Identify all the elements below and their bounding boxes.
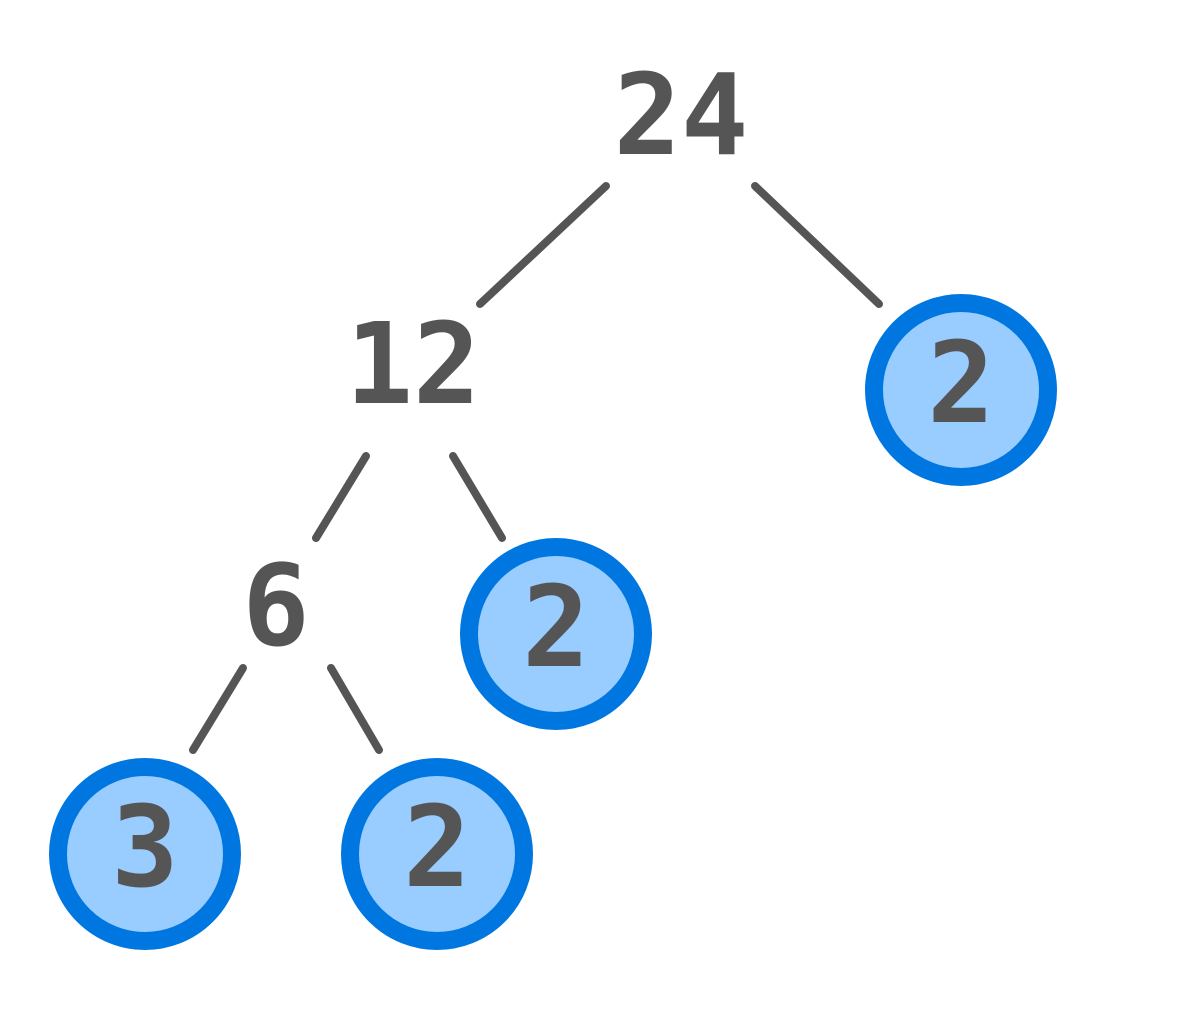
branch-6-2 (327, 664, 383, 754)
node-6: 6 (242, 542, 309, 672)
branch-6-3 (189, 664, 247, 754)
branch-12-6 (312, 452, 370, 542)
prime-node-2-middle: 2 (460, 538, 652, 730)
branch-24-12 (476, 182, 610, 308)
prime-node-2-right: 2 (865, 294, 1057, 486)
node-2-middle-label: 2 (522, 563, 589, 693)
node-2-bottom-label: 2 (403, 783, 470, 913)
node-24: 24 (614, 51, 749, 181)
node-12: 12 (346, 300, 481, 430)
prime-node-3: 3 (49, 758, 241, 950)
branch-12-2 (449, 452, 506, 542)
prime-node-2-bottom: 2 (341, 758, 533, 950)
node-3-label: 3 (111, 783, 178, 913)
node-2-right-label: 2 (927, 319, 994, 449)
branch-24-2 (751, 182, 883, 308)
